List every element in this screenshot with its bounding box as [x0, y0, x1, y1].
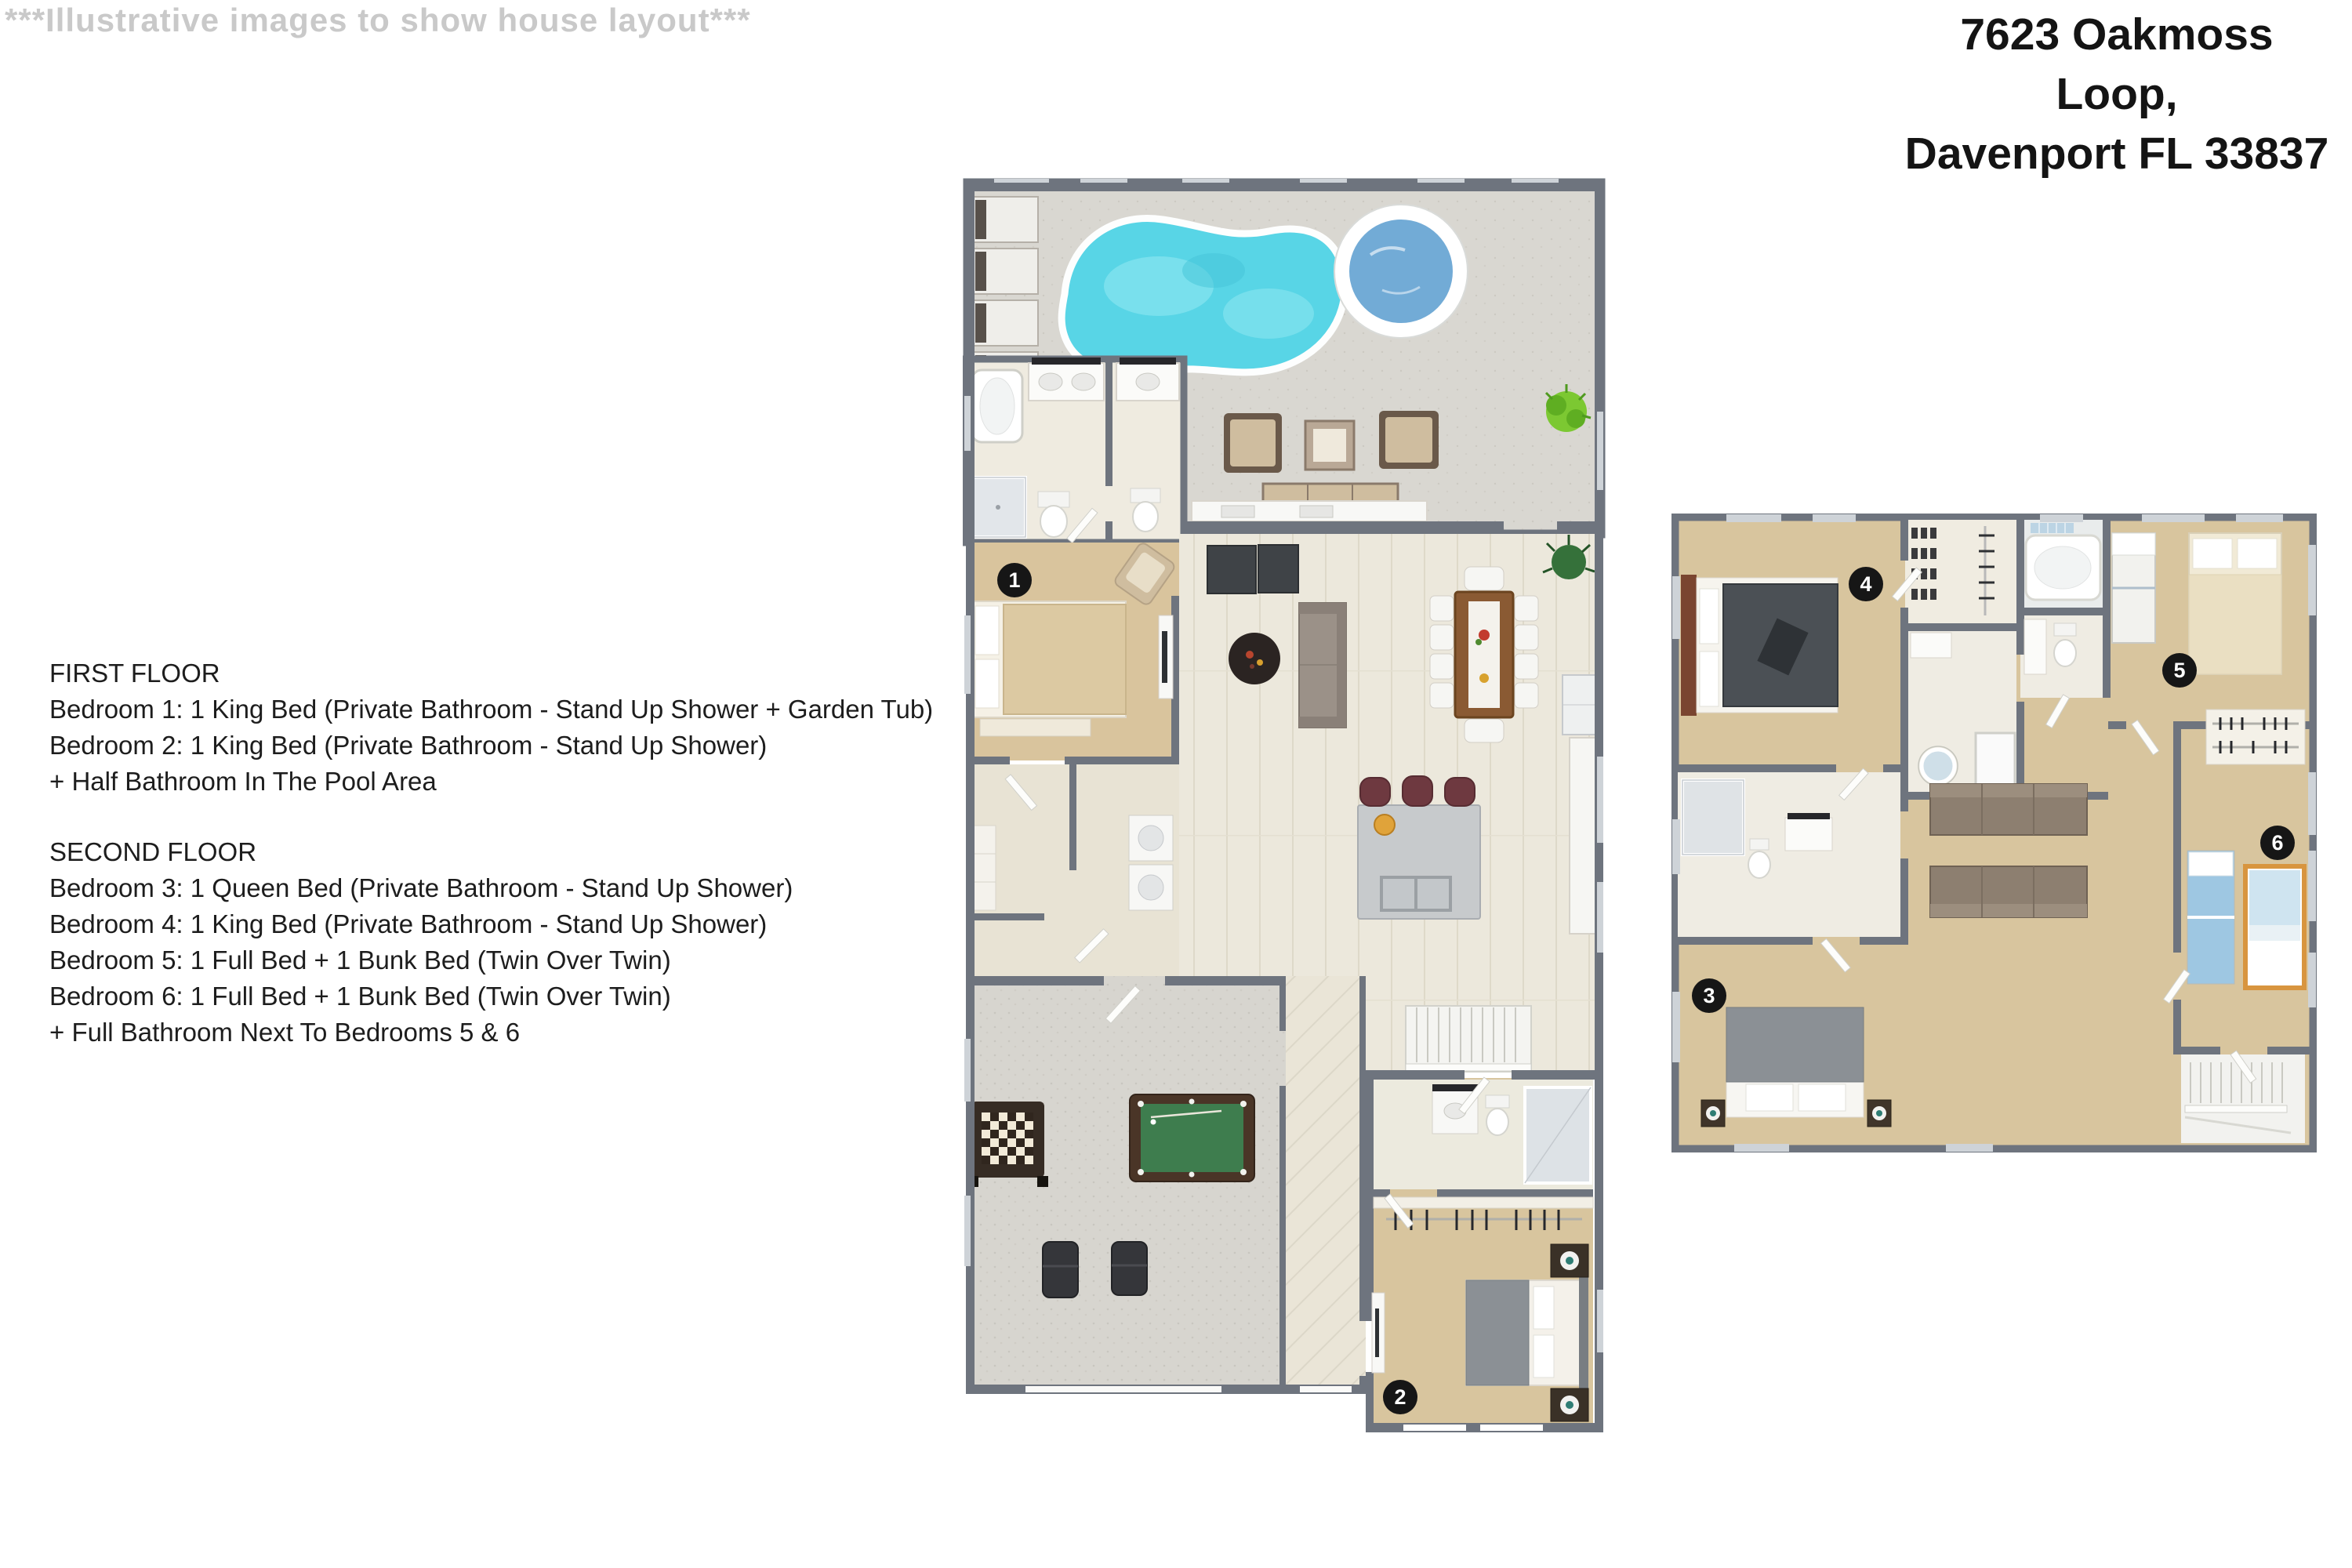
bedroom-5	[2111, 532, 2282, 675]
second-floor-line: Bedroom 6: 1 Full Bed + 1 Bunk Bed (Twin…	[49, 982, 671, 1011]
second-floor-line: Bedroom 3: 1 Queen Bed (Private Bathroom…	[49, 873, 793, 902]
vanity	[2024, 619, 2047, 675]
door-leaf	[1105, 985, 1142, 1024]
king-bed-2	[1465, 1276, 1588, 1390]
door-leaf	[1384, 1193, 1414, 1229]
bedroom-5-marker: 5	[2162, 653, 2197, 688]
vanity-sinks	[1028, 358, 1180, 401]
bar-stool	[1402, 775, 1433, 807]
bedroom-armchair	[1114, 543, 1175, 605]
bedroom-3	[1700, 1007, 1892, 1127]
toilet	[2053, 639, 2077, 667]
first-floor-line: Bedroom 2: 1 King Bed (Private Bathroom …	[49, 731, 768, 760]
bar-stool	[1444, 777, 1475, 807]
first-floor-line: Bedroom 1: 1 King Bed (Private Bathroom …	[49, 695, 934, 724]
kitchen-island	[1357, 775, 1481, 920]
full-bed-6	[2243, 864, 2307, 990]
closet-shelving	[1911, 526, 1994, 615]
watermark-text: ***Illustrative images to show house lay…	[5, 2, 751, 38]
nightstand	[1550, 1243, 1589, 1422]
second-floor-line: + Full Bathroom Next To Bedrooms 5 & 6	[49, 1018, 521, 1047]
garage-door	[1025, 1386, 1221, 1392]
garden-tub-upstairs	[2024, 523, 2102, 675]
bedroom-6	[2187, 850, 2307, 990]
floor-description: FIRST FLOOR Bedroom 1: 1 King Bed (Priva…	[49, 655, 933, 1051]
address-line-2: Davenport FL 33837	[1904, 129, 2329, 179]
hall-closet-laundry	[966, 760, 1179, 976]
bedroom-3-bath-fixtures	[1681, 779, 1833, 879]
bedroom-1	[966, 543, 1179, 764]
living-kitchen-dining	[1179, 534, 1602, 1072]
address-line-1: 7623 Oakmoss Loop,	[1960, 9, 2274, 119]
chess-table	[967, 1102, 1048, 1187]
door-leaves	[1820, 567, 2257, 1084]
property-address: 7623 Oakmoss Loop, Davenport FL 33837	[1897, 5, 2336, 183]
indoor-fern	[1542, 535, 1595, 579]
first-floor-heading: FIRST FLOOR	[49, 659, 220, 688]
second-floor-line: Bedroom 5: 1 Full Bed + 1 Bunk Bed (Twin…	[49, 946, 671, 975]
lanai-plant	[1544, 384, 1592, 432]
gray-sofa	[1298, 602, 1347, 728]
bathroom-fixtures	[1910, 632, 2016, 789]
bedroom-3-marker: 3	[1692, 978, 1726, 1013]
bedroom-2-marker: 2	[1383, 1380, 1417, 1414]
garden-tub	[971, 368, 1024, 444]
dining-set	[1429, 566, 1539, 743]
first-floor-plan	[963, 178, 1606, 1432]
first-floor-bathrooms	[963, 355, 1188, 546]
door-leaf	[1004, 774, 1038, 811]
windows	[964, 396, 1603, 1352]
bedroom-6-marker: 6	[2260, 826, 2295, 860]
bedroom-2-suite	[1366, 1070, 1601, 1432]
second-floor-heading: SECOND FLOOR	[49, 837, 257, 866]
spa-hot-tub	[1334, 204, 1468, 339]
door-leaf	[1074, 928, 1109, 964]
bedroom-1-marker: 1	[997, 563, 1032, 597]
second-floor-line: Bedroom 4: 1 King Bed (Private Bathroom …	[49, 909, 768, 938]
staircase-upper	[2184, 1062, 2292, 1134]
game-room	[966, 976, 1286, 1394]
bedroom-4	[1681, 575, 1838, 716]
full-bed-5	[2188, 532, 2282, 675]
recliner-chairs	[1042, 1241, 1148, 1298]
loft-seating	[1929, 783, 2088, 918]
rear-corridor	[1286, 976, 1366, 1394]
door-leaf	[1066, 507, 1098, 544]
bedroom-4-marker: 4	[1849, 567, 1883, 601]
swimming-pool	[1058, 215, 1348, 377]
pool-lanai-area	[963, 178, 1606, 539]
door-leaf	[1458, 1076, 1490, 1115]
staircase	[1405, 1005, 1532, 1073]
windows	[1672, 514, 2316, 1152]
bedroom-2-closet	[1373, 1196, 1594, 1230]
stand-up-shower	[969, 476, 1027, 539]
round-rug	[1229, 633, 1280, 684]
bar-stool	[1359, 777, 1391, 807]
toilet	[1037, 488, 1161, 538]
king-bed-1	[971, 601, 1127, 737]
first-floor-line: + Half Bathroom In The Pool Area	[49, 767, 437, 796]
tv-cabinets	[1207, 544, 1299, 594]
hall-closet	[2205, 709, 2306, 765]
pool-table	[1129, 1094, 1255, 1182]
second-floor-plan	[1671, 514, 2317, 1152]
